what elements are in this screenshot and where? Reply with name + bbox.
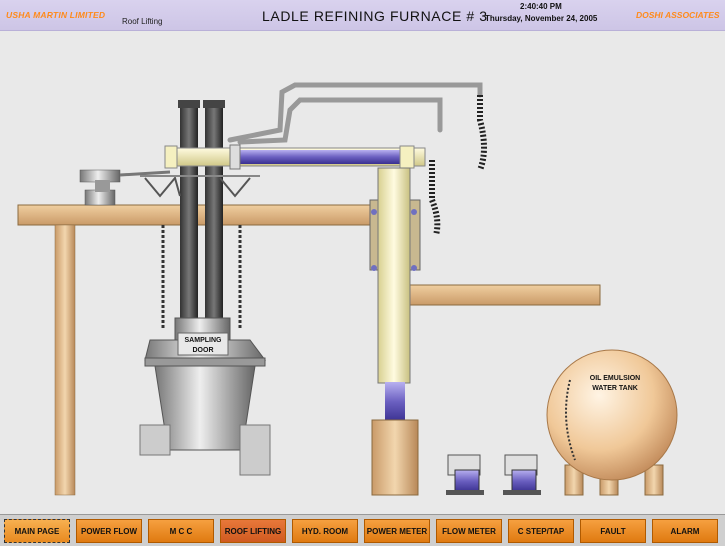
nav-c-step-tap-button[interactable]: C STEP/TAP [508, 519, 574, 543]
lift-arm-beam [164, 144, 426, 170]
lift-mast [369, 167, 421, 496]
roof-lift-actuator [79, 169, 260, 206]
page-title: LADLE REFINING FURNACE # 3 [262, 8, 488, 24]
tank-label-1: OIL EMULSION [590, 375, 640, 382]
lower-platform [409, 284, 601, 306]
nav-main-page-button[interactable]: MAIN PAGE [4, 519, 70, 543]
nav-fault-button[interactable]: FAULT [580, 519, 646, 543]
pump-2 [503, 454, 541, 495]
nav-mcc-button[interactable]: M C C [148, 519, 214, 543]
subpage-label: Roof Lifting [122, 17, 163, 26]
company-name: USHA MARTIN LIMITED [6, 10, 106, 20]
sampling-door-label-1: SAMPLING [185, 337, 223, 344]
sampling-door-label-2: DOOR [193, 347, 214, 354]
roof-lifting-diagram: SAMPLING DOOR [17, 82, 678, 496]
header-bar: USHA MARTIN LIMITED Roof Lifting LADLE R… [0, 0, 725, 31]
vendor-name: DOSHI ASSOCIATES [636, 10, 720, 20]
clock-time: 2:40:40 PM [520, 2, 562, 11]
nav-roof-lifting-button[interactable]: ROOF LIFTING [220, 519, 286, 543]
pump-1 [446, 454, 484, 495]
bottom-nav: MAIN PAGE POWER FLOW M C C ROOF LIFTING … [0, 514, 725, 546]
nav-power-flow-button[interactable]: POWER FLOW [76, 519, 142, 543]
nav-flow-meter-button[interactable]: FLOW METER [436, 519, 502, 543]
chains [161, 225, 242, 330]
furnace-ladle: SAMPLING DOOR [139, 317, 271, 476]
hanging-cables [429, 95, 487, 236]
nav-hyd-room-button[interactable]: HYD. ROOM [292, 519, 358, 543]
oil-emulsion-water-tank: OIL EMULSION WATER TANK [546, 349, 678, 496]
clock-date: Thursday, November 24, 2005 [485, 14, 598, 23]
nav-power-meter-button[interactable]: POWER METER [364, 519, 430, 543]
lift-arm-pipes [227, 82, 483, 145]
nav-alarm-button[interactable]: ALARM [652, 519, 718, 543]
tank-label-2: WATER TANK [592, 385, 638, 392]
